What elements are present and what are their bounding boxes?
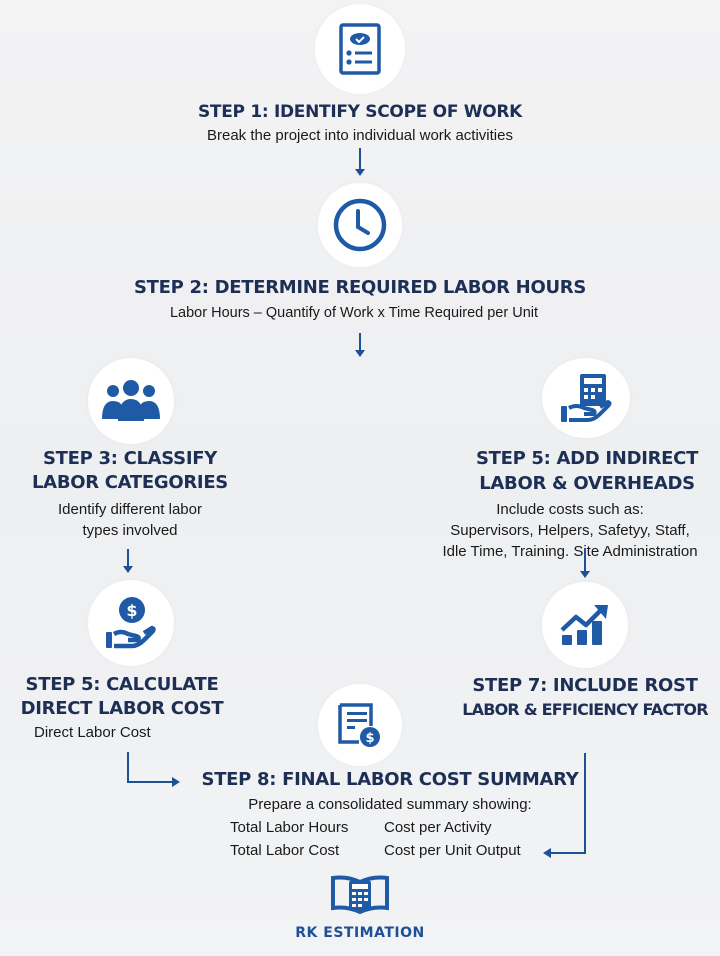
step8-description: Prepare a consolidated summary showing:: [248, 796, 532, 813]
people-group-icon: [102, 380, 160, 421]
step7-icon-circle: [542, 582, 628, 668]
brand-logo: [331, 874, 389, 915]
growth-chart-icon: [560, 605, 608, 645]
arrow-down-icon: [355, 169, 365, 176]
step5-direct-description: Direct Labor Cost: [34, 724, 151, 741]
step8-icon-circle: $: [318, 684, 402, 766]
calculator-hand-icon: [561, 374, 612, 422]
book-calculator-logo-icon: [331, 875, 389, 915]
step7-title-line1: STEP 7: INCLUDE ROST: [472, 675, 698, 696]
clock-icon: [333, 198, 387, 252]
arrow-down-icon: [123, 566, 133, 573]
step1-description: Break the project into individual work a…: [207, 127, 513, 144]
arrow-down-icon: [355, 350, 365, 357]
summary-item-total-labor-cost: Total Labor Cost: [230, 842, 340, 859]
step7-title-line2: LABOR & EFFICIENCY FACTOR: [462, 700, 708, 719]
step1-title: STEP 1: IDENTIFY SCOPE OF WORK: [197, 102, 523, 122]
arrow-down-icon: [580, 571, 590, 578]
brand-name: RK ESTIMATION: [295, 925, 425, 941]
step5-direct-icon-circle: $: [88, 580, 174, 666]
connector-line: [359, 333, 361, 351]
step5-indirect-description-line3: Idle Time, Training. Site Administration: [442, 543, 698, 560]
step5-indirect-title-line1: STEP 5: ADD INDIRECT: [475, 448, 699, 469]
connector-line: [584, 548, 586, 572]
arrow-left-icon: [543, 848, 551, 858]
step5-indirect-description-line2: Supervisors, Helpers, Safetyy, Staff,: [450, 522, 690, 539]
step5-indirect-description-line1: Include costs such as:: [496, 501, 644, 518]
money-hand-icon: $: [106, 597, 156, 649]
connector-line: [359, 148, 361, 170]
connector-line: [551, 852, 586, 854]
step5-indirect-icon-circle: [542, 358, 630, 438]
step5-direct-title-line2: DIRECT LABOR COST: [20, 698, 224, 719]
checklist-document-icon: [339, 23, 381, 75]
step3-icon-circle: [88, 358, 174, 444]
svg-text:$: $: [365, 731, 374, 746]
connector-line: [127, 752, 129, 782]
connector-line: [127, 549, 129, 567]
connector-line: [584, 753, 586, 854]
step5-direct-title-line1: STEP 5: CALCULATE: [25, 674, 219, 695]
step2-description: Labor Hours – Quantify of Work x Time Re…: [169, 305, 539, 321]
step8-title: STEP 8: FINAL LABOR COST SUMMARY: [201, 769, 579, 790]
summary-item-total-labor-hours: Total Labor Hours: [230, 819, 349, 836]
step1-icon-circle: [315, 4, 405, 94]
summary-item-cost-per-activity: Cost per Activity: [384, 819, 492, 836]
step3-title-line1: STEP 3: CLASSIFY: [43, 448, 217, 469]
step2-title: STEP 2: DETERMINE REQUIRED LABOR HOURS: [134, 277, 586, 298]
connector-line: [127, 781, 173, 783]
invoice-dollar-icon: $: [338, 703, 380, 747]
svg-text:$: $: [126, 601, 137, 620]
step3-description-line1: Identify different labor: [58, 501, 202, 518]
arrow-right-icon: [172, 777, 180, 787]
step3-title-line2: LABOR CATEGORIES: [32, 472, 228, 493]
step2-icon-circle: [318, 183, 402, 267]
step3-description-line2: types involved: [82, 522, 178, 539]
summary-item-cost-per-unit-output: Cost per Unit Output: [384, 842, 521, 859]
step5-indirect-title-line2: LABOR & OVERHEADS: [479, 473, 695, 494]
